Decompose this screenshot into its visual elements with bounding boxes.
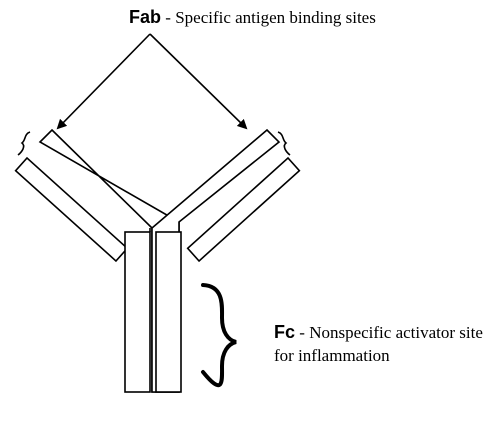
fc-stem-left — [124, 231, 151, 393]
fab-label: Fab - Specific antigen binding sites — [129, 7, 376, 28]
fab-brace-left — [17, 131, 31, 156]
fc-brace — [201, 283, 237, 388]
light-chain-right — [186, 156, 301, 263]
fc-term: Fc — [274, 322, 296, 342]
fab-term: Fab — [129, 7, 162, 27]
fc-dash: - — [295, 323, 310, 342]
light-chain-left — [14, 156, 129, 263]
fab-dash: - — [161, 8, 176, 27]
fc-stem-right — [155, 231, 182, 393]
fab-arrow-right — [149, 33, 248, 130]
fc-description-line1: Nonspecific activator site — [309, 323, 483, 342]
fab-arrow-left — [56, 33, 151, 130]
fc-description-line2: for inflammation — [274, 346, 390, 365]
fc-label: Fc - Nonspecific activator site — [274, 322, 483, 343]
fab-description: Specific antigen binding sites — [175, 8, 376, 27]
fab-brace-right — [277, 131, 291, 156]
